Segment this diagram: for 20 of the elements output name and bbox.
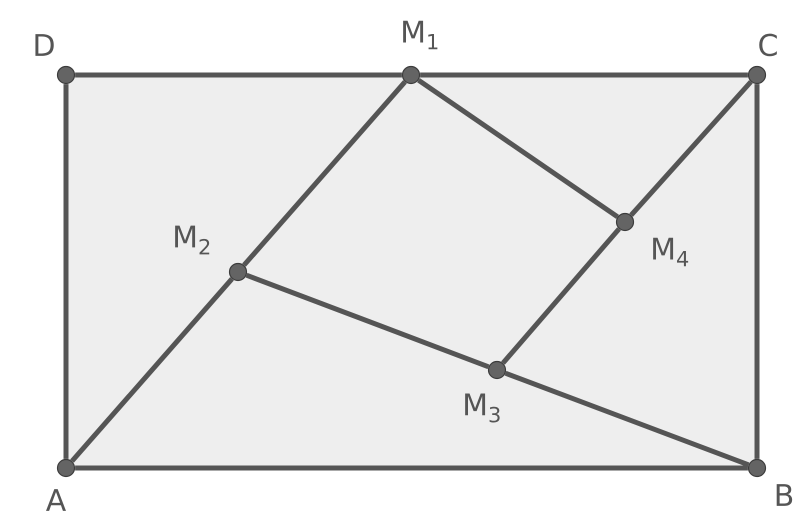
line-segment: [420, 72, 748, 78]
point-label: C: [759, 34, 777, 56]
line-segment: [64, 84, 68, 459]
point-label: M$_{3}$: [465, 393, 500, 423]
line-segment: [75, 72, 402, 78]
line-segment: [754, 84, 760, 459]
line-segment: [504, 370, 750, 468]
point-label: A: [46, 489, 66, 511]
line-segment: [70, 277, 234, 463]
point-label: M$_{2}$: [175, 226, 210, 254]
line-segment: [629, 80, 753, 217]
point-label: M$_{4}$: [653, 238, 688, 266]
line-segment: [417, 78, 619, 219]
line-segment: [246, 272, 490, 370]
point-label: M$_{1}$: [403, 20, 438, 50]
line-segment: [242, 80, 407, 267]
point-label: D: [35, 34, 54, 56]
line-segment: [75, 466, 748, 470]
point-label: B: [776, 484, 792, 506]
line-segment: [501, 227, 621, 365]
